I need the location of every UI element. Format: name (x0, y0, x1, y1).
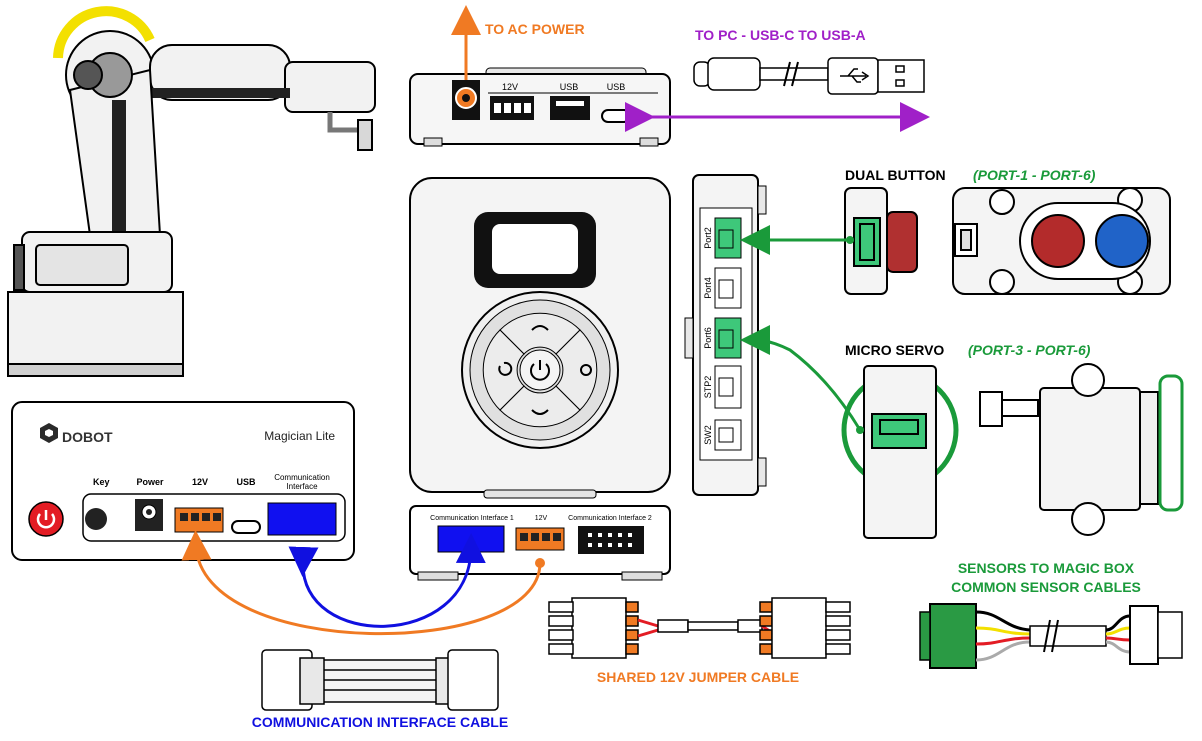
mb-12v-label: 12V (535, 515, 548, 522)
brand-label: DOBOT (62, 429, 113, 445)
robot-arm-illustration (7, 6, 376, 377)
sensor-cable-illustration (919, 603, 1183, 669)
pbox-usb1-label: USB (560, 82, 579, 92)
side-port-label: Port6 (703, 327, 713, 349)
ml-usb-label: USB (236, 477, 256, 487)
comm-cable-illustration (261, 649, 499, 711)
comm-interface-arrow (288, 533, 486, 628)
sensors-line1: SENSORS TO MAGIC BOX (958, 560, 1135, 576)
comm-cable-label: COMMUNICATION INTERFACE CABLE (252, 714, 508, 730)
ml-12v-label: 12V (192, 477, 208, 487)
pc-usb-label: TO PC - USB-C TO USB-A (695, 27, 866, 43)
12v-jumper-arrow (181, 530, 542, 636)
power-label: Power (136, 477, 164, 487)
pbox-12v-label: 12V (502, 82, 518, 92)
comm-if2-label: Communication Interface 2 (568, 515, 652, 522)
power-box: 12V USB USB (409, 67, 671, 147)
servo-ports: (PORT-3 - PORT-6) (968, 342, 1091, 358)
magic-box-front (409, 177, 671, 499)
key-button-icon[interactable] (85, 508, 107, 530)
pbox-usb2-label: USB (607, 82, 626, 92)
jumper-cable-illustration (548, 597, 851, 659)
side-port-label: Port2 (703, 227, 713, 249)
servo-title: MICRO SERVO (845, 342, 944, 358)
micro-servo-illustration (841, 363, 1184, 539)
dual-button-title: DUAL BUTTON (845, 167, 946, 183)
comm-label-2: Interface (286, 482, 318, 491)
ml-usb-port-icon (231, 520, 261, 534)
comm-label-1: Communication (274, 473, 330, 482)
comm-if1-label: Communication Interface 1 (430, 515, 514, 522)
magician-lite-panel: DOBOT Magician Lite Key Power 12V USB Co… (11, 401, 355, 561)
ml-comm-port (267, 502, 337, 536)
mb-comm-if2-port (578, 526, 644, 554)
magic-box-side: Port2 Port4 Port6 STP2 SW2 (684, 174, 767, 496)
jumper-cable-label: SHARED 12V JUMPER CABLE (597, 669, 799, 685)
side-port-label: SW2 (703, 425, 713, 445)
side-port-label: Port4 (703, 277, 713, 299)
key-label: Key (93, 477, 110, 487)
model-label: Magician Lite (264, 429, 335, 443)
dual-button-ports: (PORT-1 - PORT-6) (973, 167, 1096, 183)
usb-cable-illustration (693, 57, 925, 95)
servo-arrow (740, 325, 862, 431)
sensors-line2: COMMON SENSOR CABLES (951, 579, 1141, 595)
side-port-label: STP2 (703, 376, 713, 399)
ac-power-label: TO AC POWER (485, 21, 585, 37)
dual-button-illustration (844, 187, 1171, 295)
